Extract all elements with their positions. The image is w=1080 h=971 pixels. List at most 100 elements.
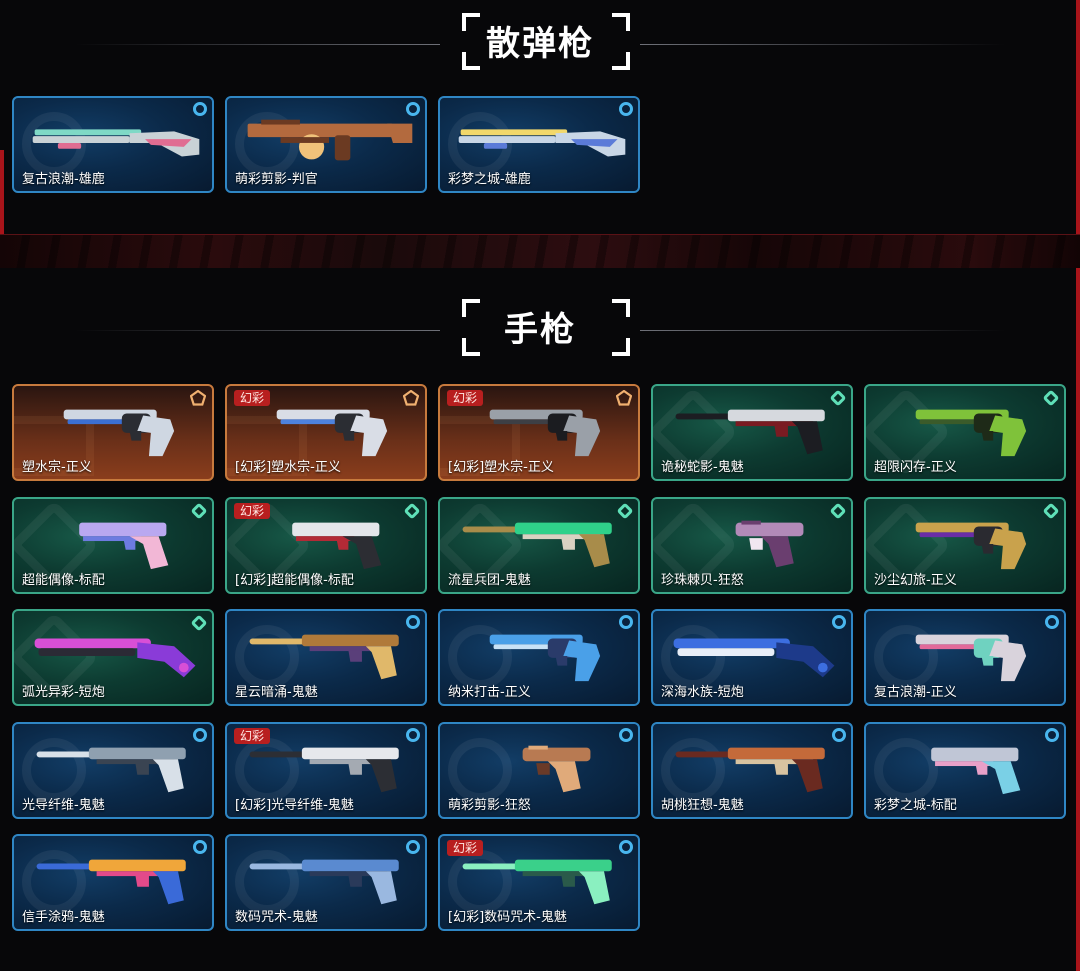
skin-card[interactable]: 复古浪潮-雄鹿 xyxy=(12,96,214,193)
tier-ring-icon xyxy=(193,102,207,116)
tier-ring-icon xyxy=(619,728,633,742)
skin-name-label: 沙尘幻旅-正义 xyxy=(874,573,957,588)
tier-ring-icon xyxy=(832,615,846,629)
tier-ring-icon xyxy=(406,840,420,854)
weapon-skin-image xyxy=(915,409,1027,457)
skin-card[interactable]: 星云暗涌-鬼魅 xyxy=(225,609,427,706)
skin-card[interactable]: 幻彩 [幻彩]光导纤维-鬼魅 xyxy=(225,722,427,819)
bracket-corner xyxy=(612,299,630,317)
section-title-shotgun: 散弹枪 xyxy=(486,24,594,64)
title-rule-left xyxy=(75,330,440,331)
tier-background-motif xyxy=(22,738,86,802)
skin-name-label: 塑水宗-正义 xyxy=(22,460,92,475)
skin-card[interactable]: 超限闪存-正义 xyxy=(864,384,1066,481)
skin-name-label: 信手涂鸦-鬼魅 xyxy=(22,910,105,925)
skin-card[interactable]: 彩梦之城-雄鹿 xyxy=(438,96,640,193)
tier-ring-icon xyxy=(1045,615,1059,629)
tier-ring-icon xyxy=(193,840,207,854)
tier-ring-icon xyxy=(832,728,846,742)
skin-card[interactable]: 数码咒术-鬼魅 xyxy=(225,834,427,931)
skin-card[interactable]: 幻彩 [幻彩]数码咒术-鬼魅 xyxy=(438,834,640,931)
skin-name-label: 诡秘蛇影-鬼魅 xyxy=(661,460,744,475)
skin-card[interactable]: 萌彩剪影-狂怒 xyxy=(438,722,640,819)
skin-name-label: 星云暗涌-鬼魅 xyxy=(235,685,318,700)
weapon-skin-image xyxy=(458,129,626,157)
weapon-skin-image xyxy=(32,129,200,157)
tier-background-motif xyxy=(874,625,938,689)
skin-card[interactable]: 幻彩 [幻彩]塑水宗-正义 xyxy=(438,384,640,481)
weapon-skin-image xyxy=(34,638,196,678)
weapon-skin-image xyxy=(462,522,612,568)
weapon-skin-image xyxy=(915,634,1027,682)
skin-card[interactable]: 幻彩 [幻彩]塑水宗-正义 xyxy=(225,384,427,481)
skin-name-label: 萌彩剪影-判官 xyxy=(235,172,318,187)
weapon-skin-image xyxy=(735,520,804,568)
bracket-corner xyxy=(612,52,630,70)
panel-edge-accent xyxy=(1076,268,1080,971)
tier-background-motif xyxy=(14,416,94,476)
tier-background-motif xyxy=(235,625,299,689)
tier-pentagon-icon xyxy=(616,390,632,406)
skin-name-label: 彩梦之城-雄鹿 xyxy=(448,172,531,187)
tier-ring-icon xyxy=(406,728,420,742)
weapon-skin-image xyxy=(489,634,601,682)
skin-card[interactable]: 深海水族-短炮 xyxy=(651,609,853,706)
skin-card[interactable]: 塑水宗-正义 xyxy=(12,384,214,481)
section-divider-band xyxy=(0,234,1080,270)
skin-name-label: [幻彩]光导纤维-鬼魅 xyxy=(235,798,354,813)
section-header-shotgun: 散弹枪 xyxy=(0,6,1080,76)
tier-background-motif xyxy=(874,738,938,802)
tier-background-motif xyxy=(227,416,307,476)
tier-ring-icon xyxy=(193,728,207,742)
tier-ring-icon xyxy=(619,840,633,854)
skin-card[interactable]: 萌彩剪影-判官 xyxy=(225,96,427,193)
bracket-corner xyxy=(612,338,630,356)
tier-background-motif xyxy=(22,850,86,914)
bracket-corner xyxy=(612,13,630,31)
title-rule-right xyxy=(640,44,1005,45)
skin-card[interactable]: 信手涂鸦-鬼魅 xyxy=(12,834,214,931)
panel-edge-accent xyxy=(0,150,4,234)
skin-card[interactable]: 胡桃狂想-鬼魅 xyxy=(651,722,853,819)
chroma-badge: 幻彩 xyxy=(447,840,484,856)
skin-card[interactable]: 幻彩 [幻彩]超能偶像-标配 xyxy=(225,497,427,594)
chroma-badge: 幻彩 xyxy=(447,390,484,406)
tier-background-motif xyxy=(235,850,299,914)
skin-name-label: 深海水族-短炮 xyxy=(661,685,744,700)
tier-background-motif xyxy=(235,112,299,176)
weapon-skin-image xyxy=(673,638,835,678)
skin-card[interactable]: 流星兵团-鬼魅 xyxy=(438,497,640,594)
skin-card[interactable]: 纳米打击-正义 xyxy=(438,609,640,706)
chroma-badge: 幻彩 xyxy=(234,503,271,519)
skin-card[interactable]: 珍珠棘贝-狂怒 xyxy=(651,497,853,594)
skin-card[interactable]: 超能偶像-标配 xyxy=(12,497,214,594)
skin-name-label: [幻彩]数码咒术-鬼魅 xyxy=(448,910,567,925)
skin-card[interactable]: 光导纤维-鬼魅 xyxy=(12,722,214,819)
weapon-skin-image xyxy=(675,409,825,455)
skin-card[interactable]: 弧光异彩-短炮 xyxy=(12,609,214,706)
chroma-badge: 幻彩 xyxy=(234,728,271,744)
skin-name-label: 超能偶像-标配 xyxy=(22,573,105,588)
skin-name-label: 弧光异彩-短炮 xyxy=(22,685,105,700)
tier-background-motif xyxy=(448,738,512,802)
weapon-skin-image xyxy=(489,409,601,457)
tier-background-motif xyxy=(440,416,520,476)
skin-name-label: [幻彩]塑水宗-正义 xyxy=(235,460,341,475)
weapon-skin-image xyxy=(915,522,1027,570)
skin-card[interactable]: 彩梦之城-标配 xyxy=(864,722,1066,819)
skin-card[interactable]: 复古浪潮-正义 xyxy=(864,609,1066,706)
weapon-skin-image xyxy=(276,409,388,457)
panel-edge-accent xyxy=(1076,0,1080,234)
title-rule-left xyxy=(75,44,440,45)
tier-background-motif xyxy=(661,738,725,802)
skin-name-label: 光导纤维-鬼魅 xyxy=(22,798,105,813)
tier-ring-icon xyxy=(406,615,420,629)
tier-pentagon-icon xyxy=(403,390,419,406)
bracket-corner xyxy=(462,299,480,317)
tier-background-motif xyxy=(448,625,512,689)
skin-card[interactable]: 诡秘蛇影-鬼魅 xyxy=(651,384,853,481)
weapon-skin-image xyxy=(247,119,413,161)
section-title-pistol: 手枪 xyxy=(504,310,576,350)
skin-card[interactable]: 沙尘幻旅-正义 xyxy=(864,497,1066,594)
weapon-skin-image xyxy=(249,634,399,680)
